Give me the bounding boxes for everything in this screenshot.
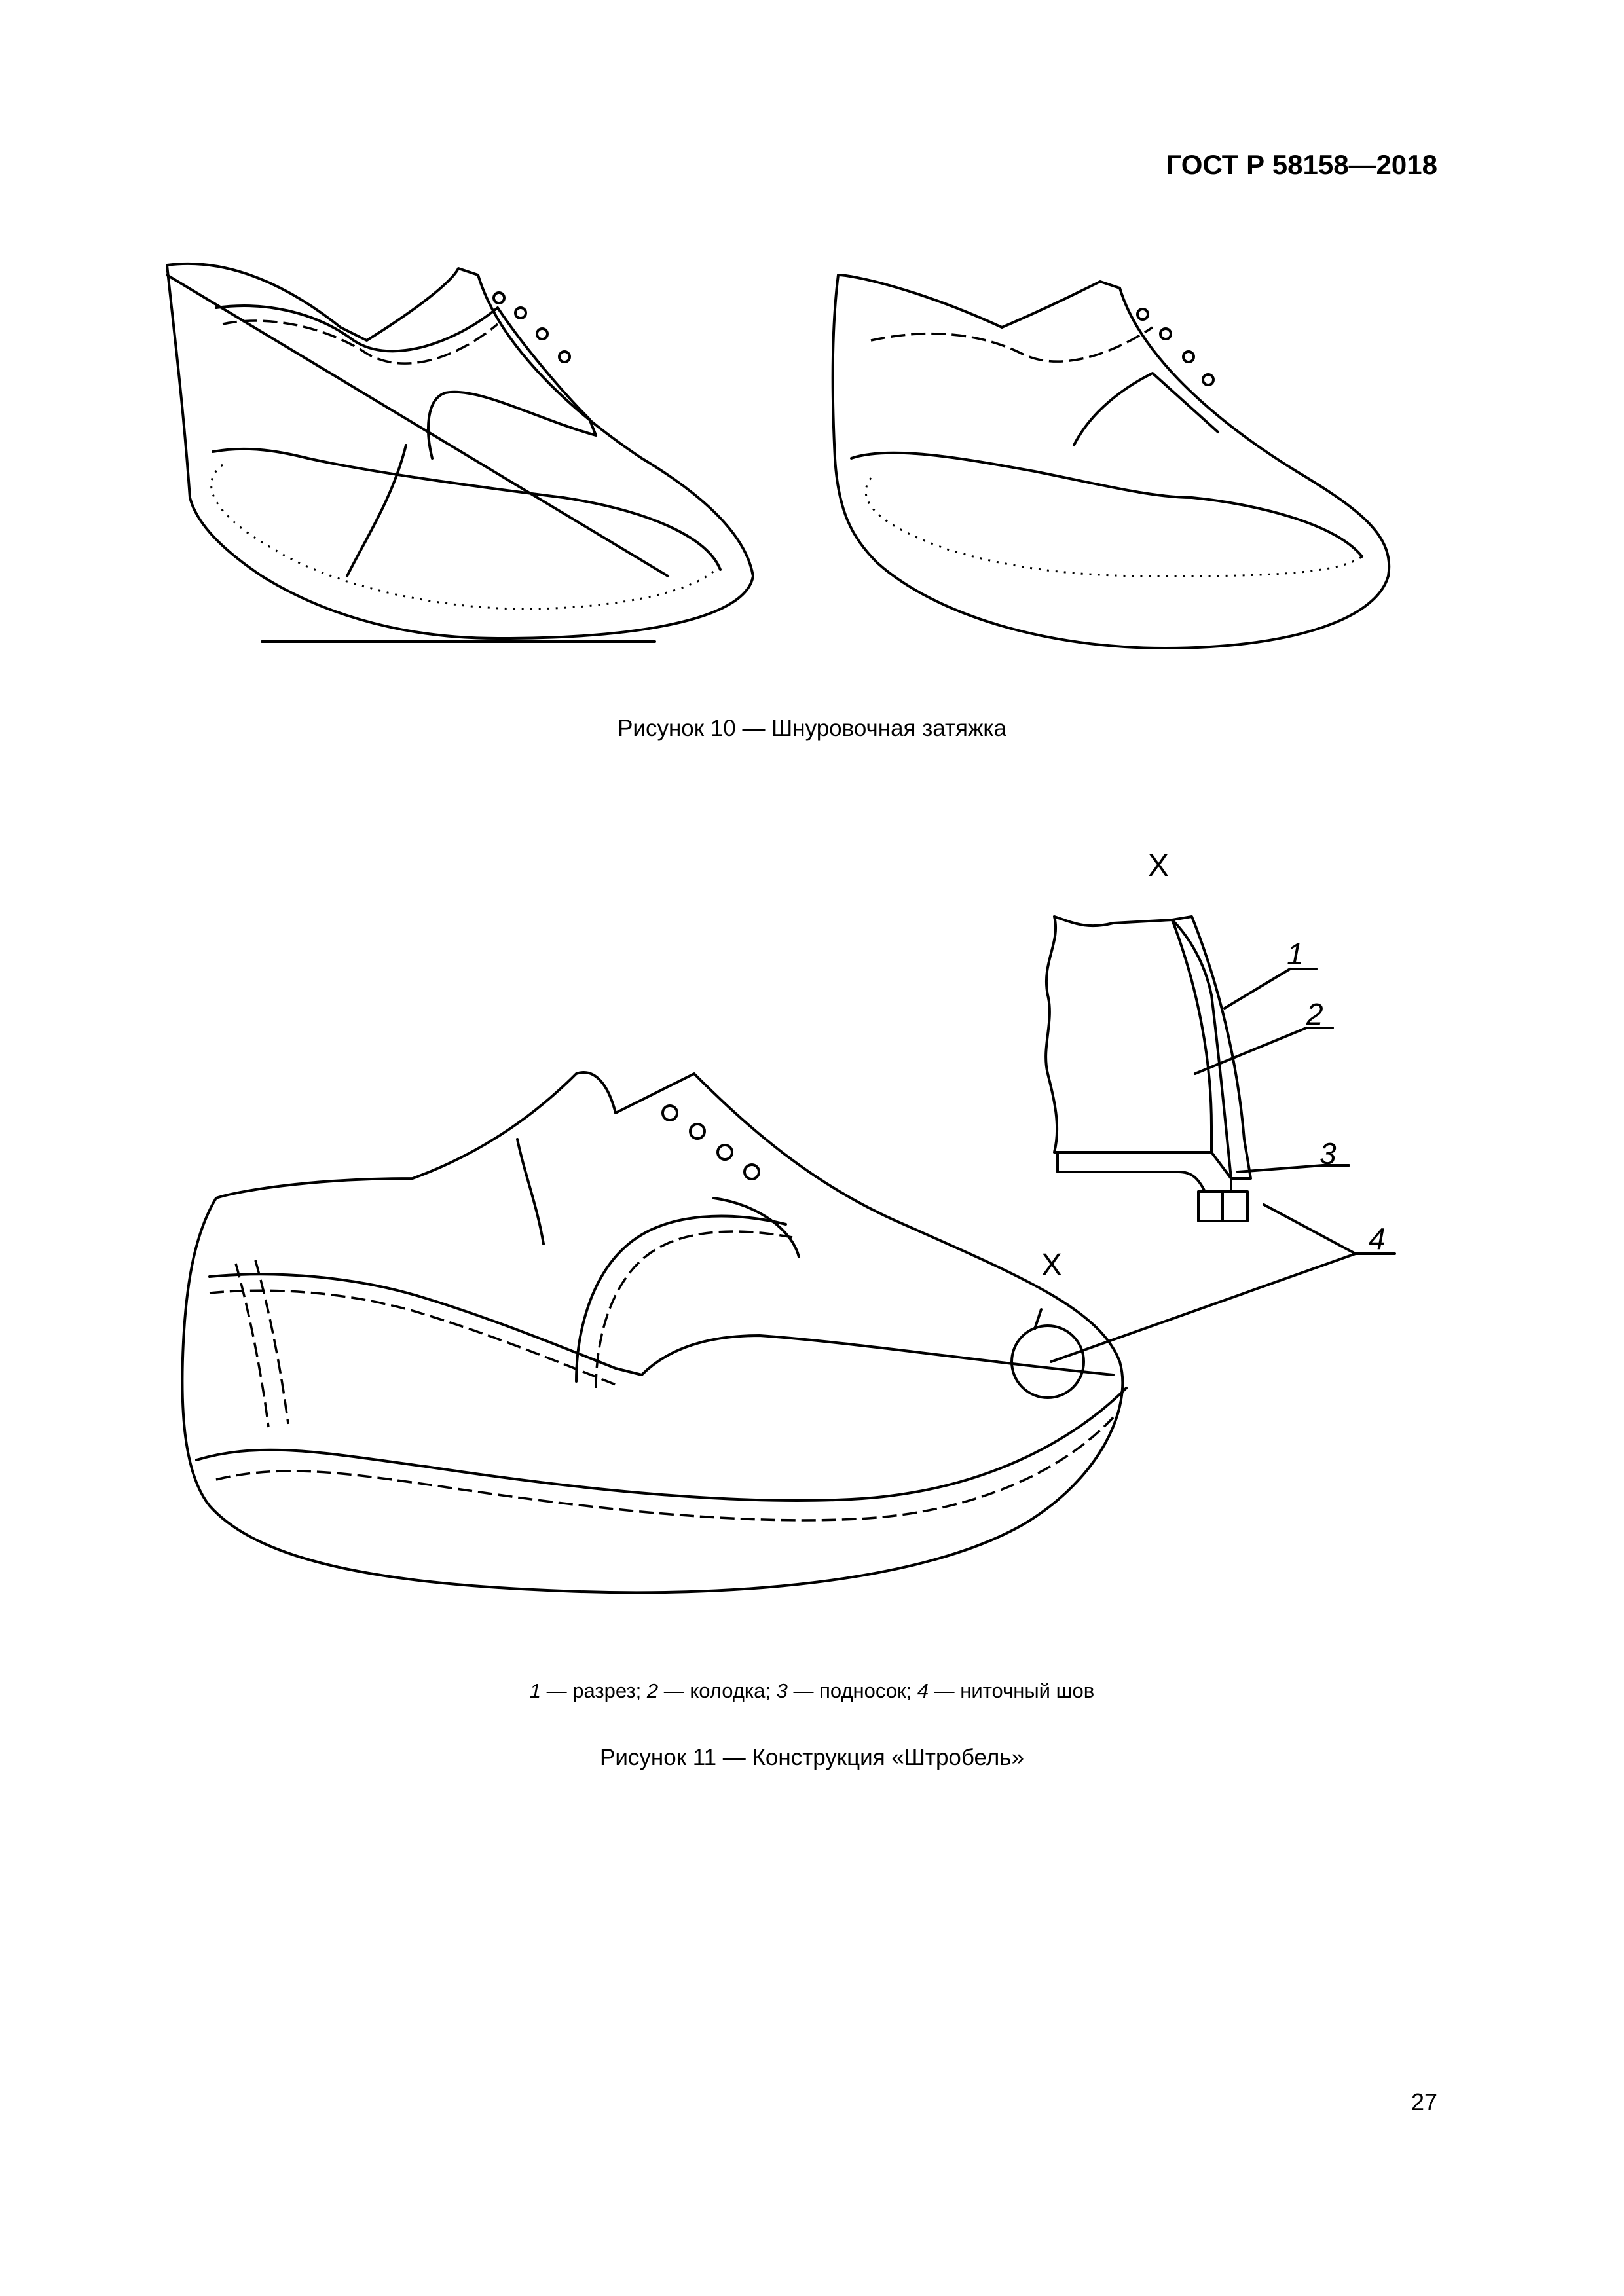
legend-text-4: — ниточный шов [929,1679,1095,1702]
figure11-caption: Рисунок 11 — Конструкция «Штробель» [600,1745,1024,1770]
detail-label-x-main: X [1041,1248,1063,1283]
callout-2: 2 [1306,997,1323,1031]
legend-text-3: — подносок; [787,1679,917,1702]
legend-text-2: — колодка; [658,1679,777,1702]
legend-num-2: 2 [646,1679,659,1702]
figure10-caption: Рисунок 10 — Шнуровочная затяжка [618,716,1006,741]
figure11-legend: 1 — разрез; 2 — колодка; 3 — подносок; 4… [0,1679,1624,1703]
detail-circle-x [1010,1324,1085,1399]
callout-1: 1 [1287,937,1304,971]
figure11-section-detail [1044,915,1396,1363]
figure10-shoe-right [831,274,1391,649]
callout-3: 3 [1320,1137,1337,1171]
figure11-shoe [181,1071,1128,1594]
page-number: 27 [1411,2088,1437,2115]
legend-num-3: 3 [776,1679,788,1702]
callout-4: 4 [1369,1222,1386,1256]
legend-num-4: 4 [917,1679,929,1702]
detail-label-x: X [1148,848,1170,883]
standard-number: ГОСТ Р 58158—2018 [1166,149,1437,180]
legend-num-1: 1 [529,1679,542,1702]
legend-text-1: — разрез; [541,1679,647,1702]
figure10-shoe-left [166,262,754,643]
